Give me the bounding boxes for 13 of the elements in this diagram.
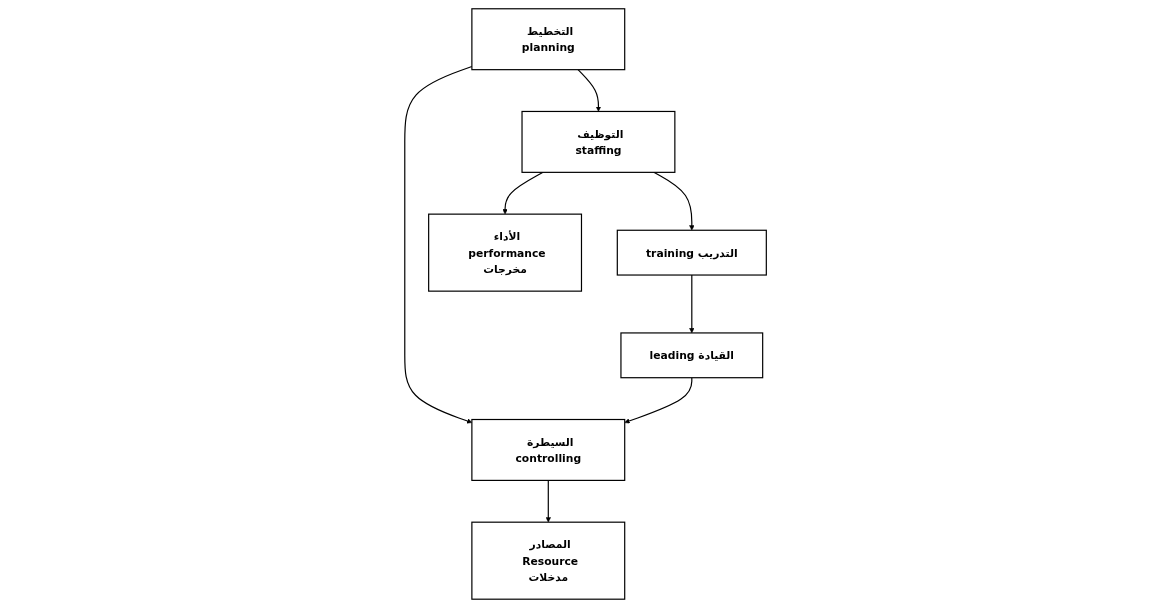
node-box: القيادة leading xyxy=(620,332,764,379)
arrow xyxy=(502,171,544,215)
arrow xyxy=(689,274,695,334)
node-box: المصادر Resource مدخلات xyxy=(471,521,626,600)
arrow xyxy=(653,171,695,231)
node-box: التوظيف staffing xyxy=(521,110,676,173)
node-box: التخطيط planning xyxy=(471,8,626,71)
arrow xyxy=(577,69,601,112)
arrow xyxy=(624,377,693,424)
node-box: الأداء performance مخرجات xyxy=(428,213,583,292)
node-box: التدريب training xyxy=(616,229,767,276)
arrow xyxy=(545,479,551,523)
node-box: السيطرة controlling xyxy=(471,418,626,481)
